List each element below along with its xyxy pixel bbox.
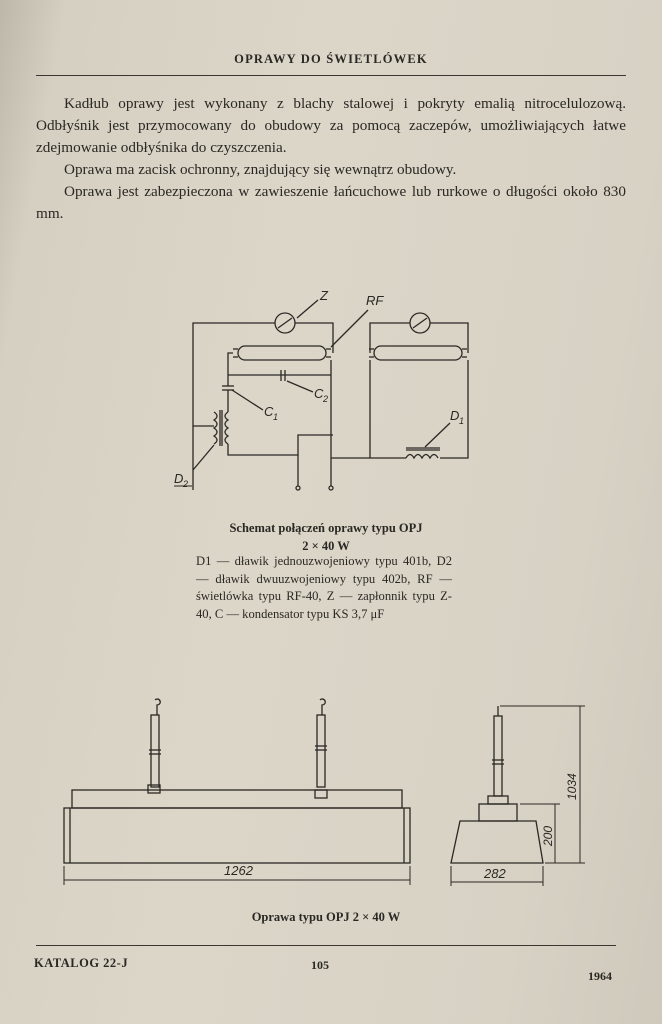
footer-rule — [36, 945, 616, 946]
lamp-rf-right — [373, 345, 463, 361]
header-rule — [36, 75, 626, 76]
dimension-width-label: 282 — [483, 866, 506, 881]
schematic-wire-left-outer — [192, 322, 275, 490]
hanger-hook-left — [154, 698, 161, 715]
footer-page-number: 105 — [311, 958, 329, 972]
label-c1: C — [264, 404, 274, 419]
hanger-hook-right — [319, 698, 326, 715]
page-header-title: OPRAWY DO ŚWIETLÓWEK — [234, 52, 428, 66]
paragraph-3: Oprawa jest zabezpieczona w zawieszenie … — [36, 183, 626, 222]
footer-catalog-label: KATALOG 22-J — [34, 956, 129, 970]
label-d1: D — [450, 408, 459, 423]
schematic-caption-title: Schemat połączeń oprawy typu OPJ 2 × 40 … — [160, 519, 492, 555]
body-text: Kadłub oprawy jest wykonany z blachy sta… — [36, 93, 626, 225]
choke-d2-coil — [224, 411, 230, 445]
label-c2: C — [314, 386, 324, 401]
label-z: Z — [319, 288, 329, 303]
label-rf: RF — [366, 293, 384, 308]
footer-year: 1964 — [588, 969, 612, 983]
schematic-caption-body: D1 — dławik jednouzwojeniowy typu 401b, … — [196, 554, 452, 621]
fixture-body-front — [63, 807, 411, 864]
dimension-length-label: 1262 — [224, 863, 254, 878]
label-c2-sub: 2 — [322, 394, 328, 404]
label-d2-sub: 2 — [182, 479, 188, 489]
label-d1-sub: 1 — [459, 416, 464, 426]
starter-z-arc — [277, 317, 293, 329]
schematic-caption-line1: Schemat połączeń oprawy typu OPJ — [229, 521, 423, 535]
schematic-caption-line2: 2 × 40 W — [302, 539, 350, 553]
side-hanger-rod — [493, 715, 503, 797]
schematic-wire-starter-right — [295, 322, 334, 353]
fixture-side-profile — [450, 820, 544, 864]
dimension-total-label: 1034 — [565, 773, 579, 800]
dimension-height-label: 200 — [541, 826, 555, 847]
hanger-rod-right — [316, 714, 326, 788]
fixture-body-top — [71, 789, 403, 809]
lamp-rf-left — [237, 345, 327, 361]
hanger-rod-left — [150, 714, 160, 788]
schematic-wire-left-inner — [227, 352, 233, 375]
schematic-wire-right-outer — [369, 322, 410, 353]
paragraph-2: Oprawa ma zacisk ochronny, znajdujący si… — [64, 161, 457, 178]
choke-d1-coil — [405, 453, 439, 460]
label-d2: D — [174, 471, 183, 486]
fixture-caption: Oprawa typu OPJ 2 × 40 W — [251, 910, 401, 924]
label-c1-sub: 1 — [273, 412, 278, 422]
paragraph-1: Kadłub oprawy jest wykonany z blachy sta… — [36, 95, 626, 156]
